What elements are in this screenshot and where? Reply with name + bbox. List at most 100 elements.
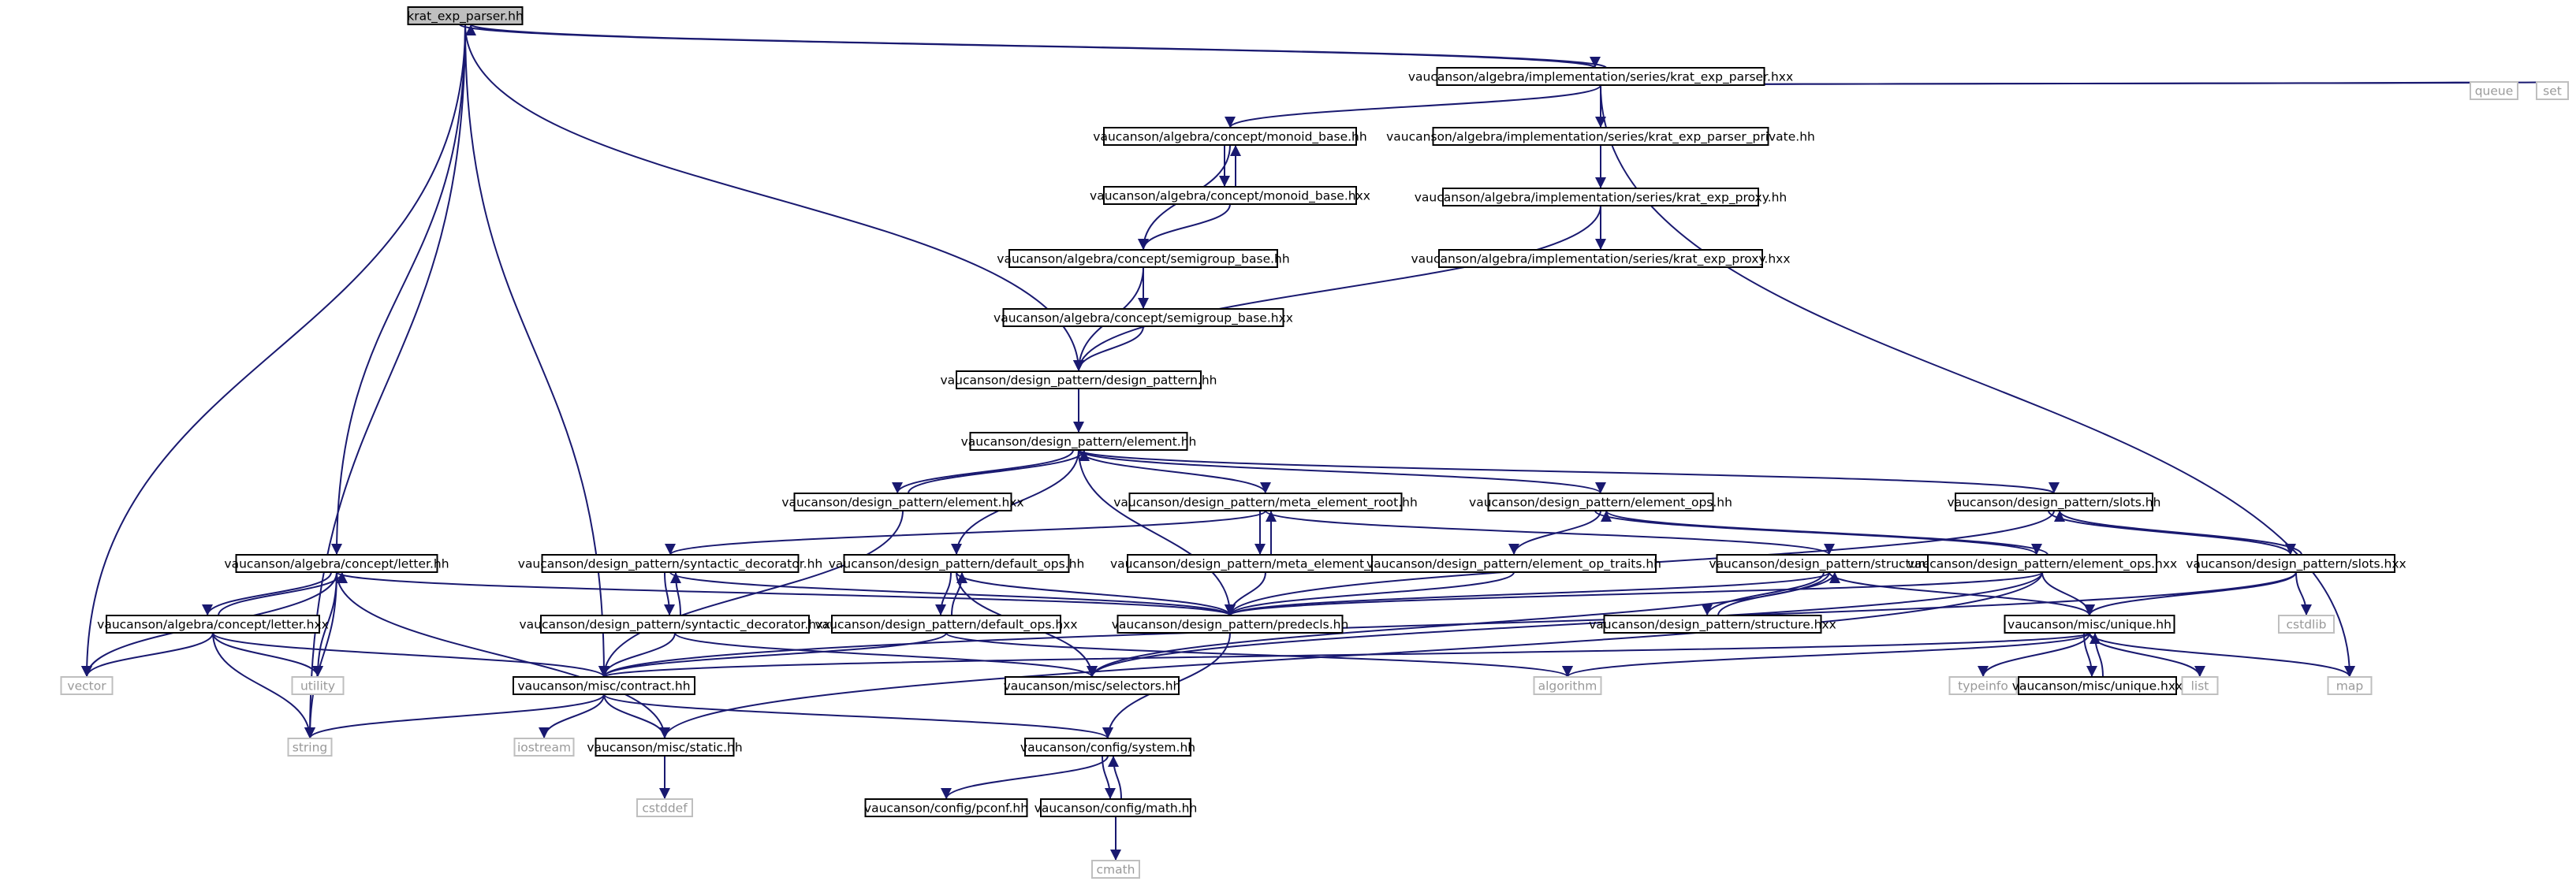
node-box xyxy=(1432,127,1769,146)
edge-el_hh-to-eops_hh xyxy=(1078,449,1606,494)
node-box xyxy=(407,6,524,25)
edge-struct_hh-to-unique_hh xyxy=(1829,571,2095,616)
node-cstdlib: cstdlib xyxy=(2278,615,2335,634)
node-box xyxy=(1091,860,1140,879)
edge-slots_hxx-to-contract xyxy=(598,571,2297,678)
node-proxy-hh[interactable]: vaucanson/algebra/implementation/series/… xyxy=(1415,188,1788,206)
node-monoid-hh[interactable]: vaucanson/algebra/concept/monoid_base.hh xyxy=(1093,127,1367,146)
node-box xyxy=(2278,615,2335,634)
node-set: set xyxy=(2536,81,2569,100)
edge-letter_hxx-to-contract xyxy=(212,632,610,678)
node-kep-hxx[interactable]: vaucanson/algebra/implementation/series/… xyxy=(1408,67,1793,86)
node-box xyxy=(1002,308,1284,327)
edge-proxy_hh-to-dp_hh xyxy=(1073,205,1601,372)
node-label: vaucanson/config/system.hh xyxy=(1020,741,1195,755)
node-label: vaucanson/algebra/concept/semigroup_base… xyxy=(993,311,1293,326)
node-letter-hh[interactable]: vaucanson/algebra/concept/letter.hh xyxy=(224,554,449,573)
edge-root-to-dp_hh xyxy=(464,24,1084,372)
node-monoid-hxx[interactable]: vaucanson/algebra/concept/monoid_base.hx… xyxy=(1090,186,1370,205)
edge-slots_hxx-to-cstdlib xyxy=(2295,571,2312,616)
edge-root-to-vector xyxy=(81,24,466,678)
node-label: vector xyxy=(67,679,106,693)
node-dp-hh[interactable]: vaucanson/design_pattern/design_pattern.… xyxy=(941,370,1217,389)
node-box xyxy=(1603,615,1822,634)
node-label: vaucanson/design_pattern/meta_element_ro… xyxy=(1110,557,1421,572)
node-struct-hxx[interactable]: vaucanson/design_pattern/structure.hxx xyxy=(1589,615,1836,634)
node-selectors[interactable]: vaucanson/misc/selectors.hh xyxy=(1004,676,1181,695)
node-label: vaucanson/design_pattern/default_ops.hh xyxy=(829,557,1085,572)
edge-dops_hh-to-predecls xyxy=(956,571,1236,616)
edge-math-to-system xyxy=(1108,755,1122,800)
node-box xyxy=(1436,67,1765,86)
node-box xyxy=(235,554,438,573)
node-label: vaucanson/algebra/concept/letter.hh xyxy=(224,557,449,571)
node-label: vaucanson/design_pattern/default_ops.hxx xyxy=(815,618,1077,633)
node-label: queue xyxy=(2475,84,2514,99)
node-label: krat_exp_parser.hh xyxy=(407,9,524,24)
edge-el_hh-to-predecls xyxy=(1078,449,1236,616)
node-queue: queue xyxy=(2470,81,2518,100)
node-label: vaucanson/config/pconf.hh xyxy=(864,801,1028,816)
node-predecls[interactable]: vaucanson/design_pattern/predecls.hh xyxy=(1112,615,1349,634)
edge-mer_hh-to-sd_hh xyxy=(665,510,1266,556)
node-label: string xyxy=(293,741,328,755)
edge-el_hh-to-mer_hh xyxy=(1078,449,1271,494)
edge-dops_hxx-to-contract xyxy=(598,632,947,678)
edge-sd_hh-to-sd_hxx xyxy=(663,571,675,616)
node-label: vaucanson/design_pattern/structure.hxx xyxy=(1589,618,1836,633)
node-eops-hh[interactable]: vaucanson/design_pattern/element_ops.hh xyxy=(1469,493,1732,511)
edge-contract-to-static xyxy=(603,693,670,739)
node-struct-hh[interactable]: vaucanson/design_pattern/structure.hh xyxy=(1709,554,1950,573)
node-dops-hh[interactable]: vaucanson/design_pattern/default_ops.hh xyxy=(829,554,1085,573)
node-eotr-hh[interactable]: vaucanson/design_pattern/element_op_trai… xyxy=(1366,554,1661,573)
edge-eops_hxx-to-predecls xyxy=(1225,571,2043,616)
node-box xyxy=(1005,676,1180,695)
node-semi-hxx[interactable]: vaucanson/algebra/concept/semigroup_base… xyxy=(993,308,1293,327)
node-label: vaucanson/algebra/implementation/series/… xyxy=(1415,191,1788,206)
node-el-hh[interactable]: vaucanson/design_pattern/element.hh xyxy=(961,432,1197,451)
node-box xyxy=(1442,188,1759,206)
node-box xyxy=(831,615,1061,634)
node-label: iostream xyxy=(517,741,571,755)
node-kep-priv[interactable]: vaucanson/algebra/implementation/series/… xyxy=(1386,127,1815,146)
edge-unique_hh-to-map xyxy=(2089,632,2355,678)
node-mer-hxx[interactable]: vaucanson/design_pattern/meta_element_ro… xyxy=(1110,554,1421,573)
node-system[interactable]: vaucanson/config/system.hh xyxy=(1020,738,1195,757)
edge-letter_hh-to-static xyxy=(336,571,670,739)
node-proxy-hxx[interactable]: vaucanson/algebra/implementation/series/… xyxy=(1411,249,1791,268)
node-static[interactable]: vaucanson/misc/static.hh xyxy=(587,738,743,757)
node-unique-hh[interactable]: vaucanson/misc/unique.hh xyxy=(2004,615,2175,634)
node-contract[interactable]: vaucanson/misc/contract.hh xyxy=(513,676,695,695)
node-eops-hxx[interactable]: vaucanson/design_pattern/element_ops.hxx xyxy=(1907,554,2177,573)
node-box xyxy=(2181,676,2219,695)
node-iostream: iostream xyxy=(513,738,575,757)
edge-letter_hxx-to-string xyxy=(212,632,315,739)
node-letter-hxx[interactable]: vaucanson/algebra/concept/letter.hxx xyxy=(97,615,329,634)
node-label: utility xyxy=(300,679,335,693)
node-el-hxx[interactable]: vaucanson/design_pattern/element.hxx xyxy=(781,493,1024,511)
node-sd-hh[interactable]: vaucanson/design_pattern/syntactic_decor… xyxy=(518,554,822,573)
node-box xyxy=(291,676,345,695)
node-label: map xyxy=(2336,679,2363,693)
node-box xyxy=(1008,249,1278,268)
node-box xyxy=(2018,676,2177,695)
node-box xyxy=(793,493,1012,511)
node-label: vaucanson/misc/contract.hh xyxy=(517,679,690,693)
edge-kep_hxx-to-root xyxy=(465,24,1607,69)
node-dops-hxx[interactable]: vaucanson/design_pattern/default_ops.hxx xyxy=(815,615,1078,634)
node-pconf[interactable]: vaucanson/config/pconf.hh xyxy=(864,798,1028,817)
node-semi-hh[interactable]: vaucanson/algebra/concept/semigroup_base… xyxy=(997,249,1290,268)
node-math[interactable]: vaucanson/config/math.hh xyxy=(1035,798,1198,817)
node-root[interactable]: krat_exp_parser.hh xyxy=(407,6,524,25)
edge-system-to-pconf xyxy=(941,755,1109,800)
node-slots-hxx[interactable]: vaucanson/design_pattern/slots.hxx xyxy=(2186,554,2406,573)
edge-monoid_hxx-to-semi_hh xyxy=(1138,203,1231,251)
node-box xyxy=(60,676,114,695)
node-sd-hxx[interactable]: vaucanson/design_pattern/syntactic_decor… xyxy=(520,615,831,634)
node-cstddef: cstddef xyxy=(636,798,693,817)
node-unique-hxx[interactable]: vaucanson/misc/unique.hxx xyxy=(2012,676,2183,695)
node-slots-hh[interactable]: vaucanson/design_pattern/slots.hh xyxy=(1948,493,2161,511)
node-label: vaucanson/algebra/concept/monoid_base.hh xyxy=(1093,130,1366,145)
edge-el_hh-to-dops_hh xyxy=(951,449,1079,556)
node-mer-hh[interactable]: vaucanson/design_pattern/meta_element_ro… xyxy=(1113,493,1418,511)
